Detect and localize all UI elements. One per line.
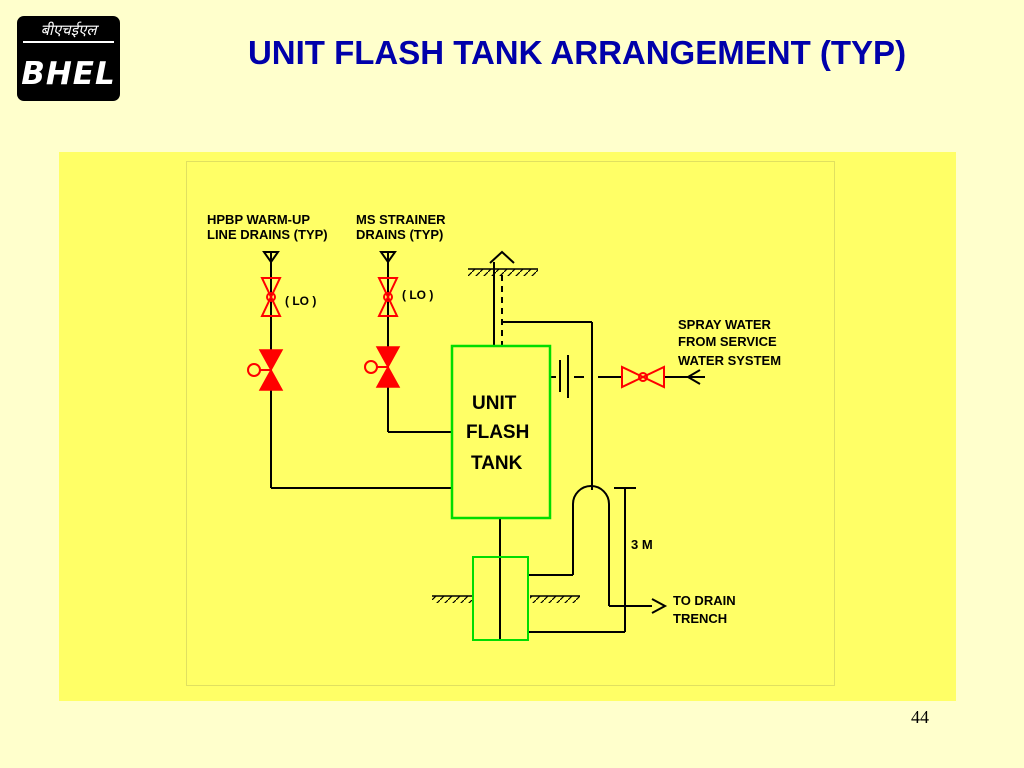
page-title: UNIT FLASH TANK ARRANGEMENT (TYP) — [247, 34, 907, 71]
page-number: 44 — [911, 707, 929, 727]
spray-valve-icon — [621, 365, 646, 389]
tank-label-1: UNIT — [472, 393, 517, 414]
hpbp-lo-valve-icon — [260, 277, 282, 300]
ms-motor-valve-icon — [375, 346, 401, 369]
bhel-logo: बीएचईएल BHEL — [17, 16, 120, 101]
lo-label-left: ( LO ) — [285, 294, 316, 308]
tank-label-3: TANK — [471, 453, 523, 474]
spray-label-2: FROM SERVICE — [678, 334, 777, 349]
unit-flash-tank — [450, 344, 552, 520]
lo-label-right: ( LO ) — [402, 288, 433, 302]
drain-label-1: TO DRAIN — [673, 593, 736, 608]
logo-hindi-text: बीएचईएल — [40, 21, 97, 39]
hpbp-motor-valve-icon — [258, 349, 284, 372]
diagram-inner-frame — [186, 161, 835, 686]
logo-divider — [23, 41, 114, 43]
height-label: 3 M — [631, 537, 653, 552]
spray-label-1: SPRAY WATER — [678, 317, 772, 332]
hpbp-arrow-icon — [262, 251, 280, 264]
hpbp-label-1: HPBP WARM-UP — [207, 212, 310, 227]
ground-hatch — [432, 268, 580, 603]
ms-lo-valve-icon — [377, 277, 399, 300]
seal-pot — [472, 556, 529, 641]
spray-arrow-icon — [686, 369, 701, 385]
logo-text: BHEL — [21, 56, 116, 92]
spray-label-3: WATER SYSTEM — [678, 353, 781, 368]
ms-label-2: DRAINS (TYP) — [356, 227, 443, 242]
drain-label-2: TRENCH — [673, 611, 727, 626]
vent-arrow-icon — [489, 250, 515, 264]
ms-arrow-icon — [379, 251, 397, 264]
hpbp-label-2: LINE DRAINS (TYP) — [207, 227, 328, 242]
drain-arrow-icon — [651, 598, 668, 614]
tank-label-2: FLASH — [466, 422, 529, 443]
ms-label-1: MS STRAINER — [356, 212, 446, 227]
